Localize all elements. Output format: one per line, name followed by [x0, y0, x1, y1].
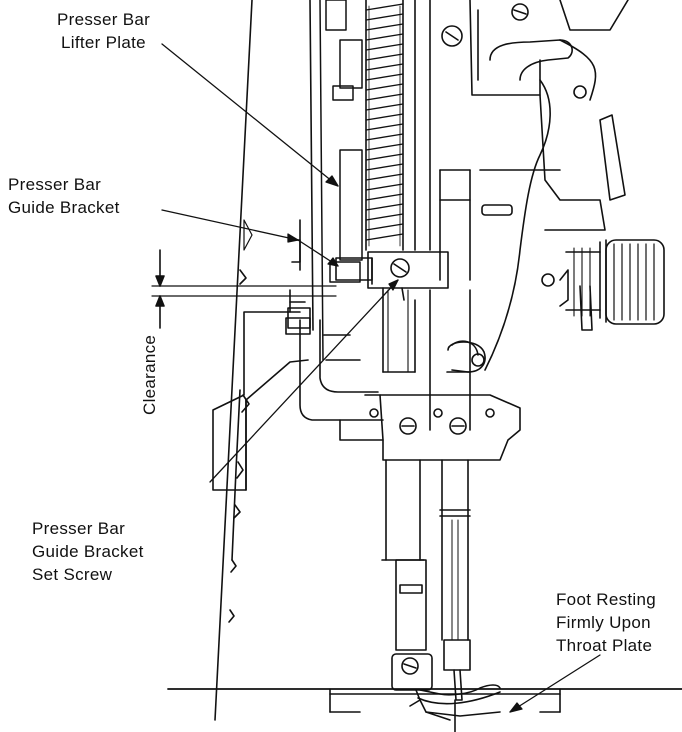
label-lifter-plate-line-2: Lifter Plate — [61, 33, 146, 52]
presser-bar-rack — [365, 0, 404, 251]
label-set-screw-line-3: Set Screw — [32, 565, 113, 584]
label-foot-resting-line-3: Throat Plate — [556, 636, 653, 655]
left-housing-outline — [214, 0, 253, 721]
lower-bars — [381, 459, 471, 707]
label-foot-resting: Foot Resting Firmly Upon Throat Plate — [556, 588, 656, 657]
throat-plate — [167, 688, 682, 732]
label-lifter-plate: Presser Bar Lifter Plate — [57, 8, 150, 54]
tension-knob — [541, 239, 665, 331]
guide-bracket — [335, 251, 449, 301]
label-foot-resting-line-2: Firmly Upon — [556, 613, 651, 632]
leader-lines — [161, 43, 601, 713]
label-guide-bracket: Presser Bar Guide Bracket — [8, 173, 120, 219]
clearance-dimension — [151, 249, 337, 329]
label-set-screw: Presser Bar Guide Bracket Set Screw — [32, 517, 144, 586]
lower-body-casting — [299, 287, 521, 461]
needle-bar-housing — [414, 0, 629, 371]
label-set-screw-line-2: Guide Bracket — [32, 542, 144, 561]
label-clearance: Clearance — [140, 334, 159, 415]
label-set-screw-line-1: Presser Bar — [32, 519, 126, 538]
lifter-plate — [319, 0, 363, 361]
label-guide-bracket-line-1: Presser Bar — [8, 175, 102, 194]
presser-foot — [417, 684, 501, 721]
label-guide-bracket-line-2: Guide Bracket — [8, 198, 120, 217]
label-foot-resting-line-1: Foot Resting — [556, 590, 656, 609]
label-lifter-plate-line-1: Presser Bar — [57, 10, 151, 29]
lifter-bracket — [212, 0, 314, 491]
